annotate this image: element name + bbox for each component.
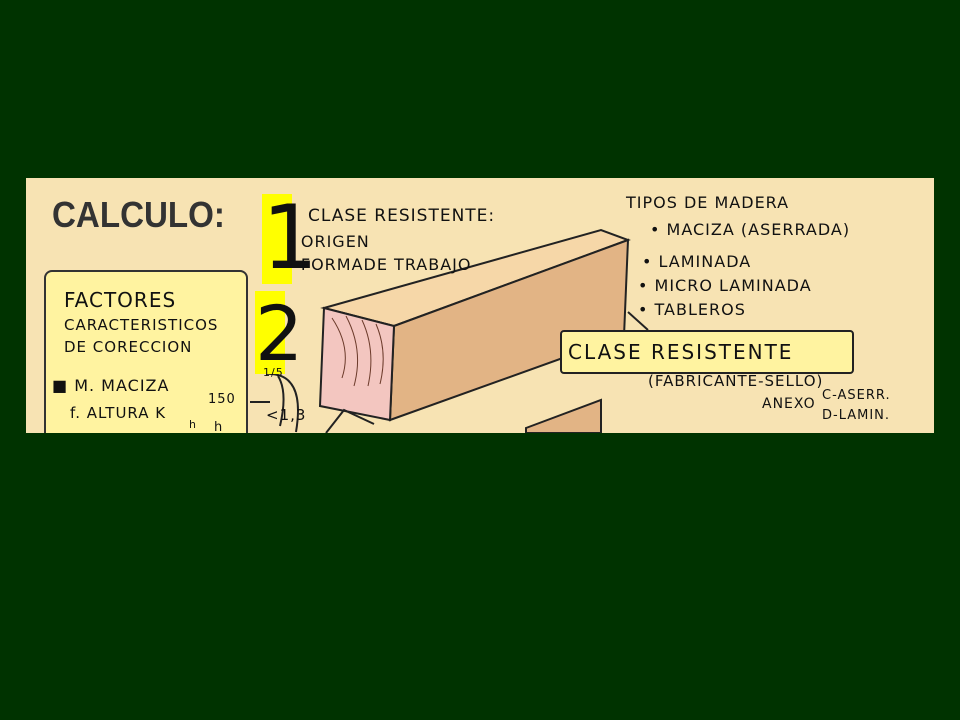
wood-type-tableros: • TABLEROS <box>638 300 746 319</box>
arrow-shape <box>325 408 375 433</box>
step1-item-forma: - FORMADE TRABAJO <box>288 255 472 274</box>
second-beam <box>525 398 602 433</box>
factors-formula-sub: h <box>189 418 197 431</box>
fabricante-sello: (FABRICANTE-SELLO) <box>648 372 824 390</box>
factors-line1: FACTORES <box>64 288 177 312</box>
step-number-2: 2 <box>255 289 304 378</box>
anexo-line1: C-ASERR. <box>822 388 891 403</box>
step1-item-origen: - ORIGEN <box>288 232 370 251</box>
curved-callout <box>265 372 299 433</box>
wood-type-laminada: • LAMINADA <box>642 252 752 271</box>
connector-line <box>627 311 649 331</box>
factors-formula: f. ALTURA K <box>70 404 167 422</box>
step1-heading: CLASE RESISTENTE: <box>308 206 496 226</box>
wood-type-micro: • MICRO LAMINADA <box>638 276 812 295</box>
factors-formula-num: 150 <box>208 392 236 407</box>
factors-bullet: ■ M. MACIZA <box>52 376 170 395</box>
factors-formula-exp: 1/5 <box>263 366 284 379</box>
sketch-image: CALCULO: 1 2 CLASE RESISTENTE: - ORIGEN … <box>26 178 934 433</box>
factors-line2: CARACTERISTICOS <box>64 316 219 334</box>
factors-line3: DE CORECCION <box>64 338 193 356</box>
anexo-label: ANEXO <box>762 396 816 412</box>
factors-note: FACTORES CARACTERISTICOS DE CORECCION ■ … <box>44 270 248 433</box>
clase-resistente-box: CLASE RESISTENTE <box>560 330 854 374</box>
wood-types-heading: TIPOS DE MADERA <box>626 193 790 212</box>
page-title: CALCULO: <box>52 194 225 235</box>
factors-formula-den: h <box>214 420 224 433</box>
beam-end-grain <box>318 306 396 422</box>
wood-type-maciza: • MACIZA (ASERRADA) <box>650 220 851 239</box>
factors-formula-limit: <1,3 <box>266 406 307 424</box>
anexo-line2: D-LAMIN. <box>822 408 891 423</box>
clase-resistente-label: CLASE RESISTENTE <box>568 340 794 364</box>
